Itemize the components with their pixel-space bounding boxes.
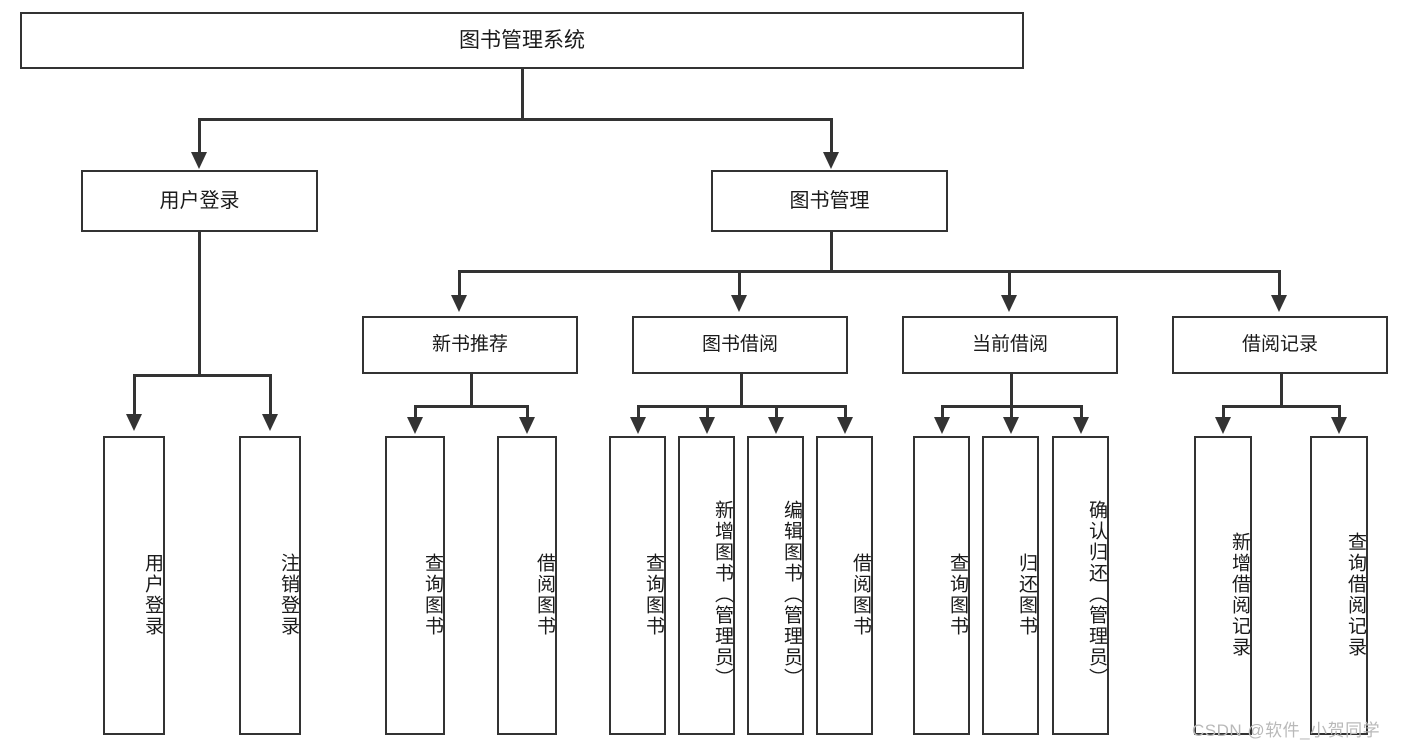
arrow-bb-leaf-2 bbox=[699, 417, 715, 434]
node-label: 查询借阅记录 bbox=[1345, 531, 1366, 658]
arrow-cb-leaf-1 bbox=[934, 417, 950, 434]
connector-cb-leaf-1 bbox=[941, 405, 944, 419]
connector-borrow-record-bus bbox=[1222, 405, 1340, 408]
connector-cb-leaf-2 bbox=[1010, 405, 1013, 419]
connector-to-current-borrow bbox=[1008, 270, 1011, 297]
node-label: 图书借阅 bbox=[701, 334, 778, 356]
arrow-cb-leaf-2 bbox=[1003, 417, 1019, 434]
node-label: 用户登录 bbox=[159, 189, 240, 212]
node-label: 确认归还（管理员） bbox=[1086, 500, 1107, 689]
arrow-to-book-borrow bbox=[731, 295, 747, 312]
leaf-add-book-admin[interactable]: 新增图书（管理员） bbox=[678, 436, 735, 735]
arrow-to-user-login bbox=[191, 152, 207, 169]
node-book-borrow[interactable]: 图书借阅 bbox=[632, 316, 848, 374]
leaf-query-borrow-record[interactable]: 查询借阅记录 bbox=[1310, 436, 1368, 735]
connector-bb-leaf-3 bbox=[775, 405, 778, 419]
connector-to-leaf-user-login bbox=[133, 374, 136, 416]
arrow-bb-leaf-1 bbox=[630, 417, 646, 434]
leaf-logout[interactable]: 注销登录 bbox=[239, 436, 301, 735]
connector-book-borrow-stem bbox=[740, 374, 743, 405]
connector-root-stem bbox=[521, 69, 524, 118]
node-label: 查询图书 bbox=[947, 552, 968, 637]
arrow-to-leaf-user-login bbox=[126, 414, 142, 431]
connector-level1-bus bbox=[198, 118, 832, 121]
connector-user-login-stem bbox=[198, 232, 201, 374]
node-label: 新增借阅记录 bbox=[1229, 531, 1250, 658]
leaf-add-borrow-record[interactable]: 新增借阅记录 bbox=[1194, 436, 1252, 735]
connector-nbr-leaf-2 bbox=[526, 405, 529, 419]
node-borrow-record[interactable]: 借阅记录 bbox=[1172, 316, 1388, 374]
node-label: 查询图书 bbox=[643, 552, 664, 637]
connector-book-management-stem bbox=[830, 232, 833, 270]
node-book-management[interactable]: 图书管理 bbox=[711, 170, 948, 232]
node-label: 查询图书 bbox=[422, 552, 443, 637]
connector-bb-leaf-4 bbox=[844, 405, 847, 419]
node-label: 借阅记录 bbox=[1241, 334, 1318, 356]
arrow-to-current-borrow bbox=[1001, 295, 1017, 312]
arrow-cb-leaf-3 bbox=[1073, 417, 1089, 434]
connector-nbr-leaf-1 bbox=[414, 405, 417, 419]
arrow-to-book-management bbox=[823, 152, 839, 169]
connector-to-user-login bbox=[198, 118, 201, 154]
node-label: 编辑图书（管理员） bbox=[781, 500, 802, 689]
node-new-book-recommend[interactable]: 新书推荐 bbox=[362, 316, 578, 374]
arrow-nbr-leaf-1 bbox=[407, 417, 423, 434]
connector-user-login-bus bbox=[133, 374, 271, 377]
connector-level2-bus bbox=[458, 270, 1278, 273]
connector-new-book-recommend-stem bbox=[470, 374, 473, 405]
node-label: 注销登录 bbox=[278, 552, 299, 637]
arrow-bb-leaf-3 bbox=[768, 417, 784, 434]
connector-to-book-management bbox=[830, 118, 833, 154]
connector-to-book-borrow bbox=[738, 270, 741, 297]
arrow-bb-leaf-4 bbox=[837, 417, 853, 434]
node-label: 图书管理系统 bbox=[459, 28, 585, 52]
arrow-to-borrow-record bbox=[1271, 295, 1287, 312]
leaf-query-book-current[interactable]: 查询图书 bbox=[913, 436, 970, 735]
node-label: 借阅图书 bbox=[850, 552, 871, 637]
arrow-br-leaf-1 bbox=[1215, 417, 1231, 434]
node-label: 新书推荐 bbox=[431, 334, 508, 356]
node-root-book-management-system[interactable]: 图书管理系统 bbox=[20, 12, 1024, 69]
leaf-user-login[interactable]: 用户登录 bbox=[103, 436, 165, 735]
connector-to-borrow-record bbox=[1278, 270, 1281, 297]
arrow-to-new-book-recommend bbox=[451, 295, 467, 312]
leaf-query-book-borrow[interactable]: 查询图书 bbox=[609, 436, 666, 735]
connector-bb-leaf-1 bbox=[637, 405, 640, 419]
connector-br-leaf-1 bbox=[1222, 405, 1225, 419]
arrow-br-leaf-2 bbox=[1331, 417, 1347, 434]
node-label: 当前借阅 bbox=[971, 334, 1048, 356]
node-current-borrow[interactable]: 当前借阅 bbox=[902, 316, 1118, 374]
node-label: 新增图书（管理员） bbox=[712, 500, 733, 689]
arrow-nbr-leaf-2 bbox=[519, 417, 535, 434]
node-label: 用户登录 bbox=[142, 552, 163, 637]
connector-current-borrow-stem bbox=[1010, 374, 1013, 405]
connector-book-borrow-bus bbox=[637, 405, 844, 408]
leaf-edit-book-admin[interactable]: 编辑图书（管理员） bbox=[747, 436, 804, 735]
node-user-login[interactable]: 用户登录 bbox=[81, 170, 318, 232]
node-label: 借阅图书 bbox=[534, 552, 555, 637]
leaf-borrow-book-recommend[interactable]: 借阅图书 bbox=[497, 436, 557, 735]
leaf-query-book-recommend[interactable]: 查询图书 bbox=[385, 436, 445, 735]
node-label: 图书管理 bbox=[789, 189, 870, 212]
connector-new-book-recommend-bus bbox=[414, 405, 528, 408]
connector-borrow-record-stem bbox=[1280, 374, 1283, 405]
leaf-return-book[interactable]: 归还图书 bbox=[982, 436, 1039, 735]
connector-cb-leaf-3 bbox=[1080, 405, 1083, 419]
leaf-borrow-book[interactable]: 借阅图书 bbox=[816, 436, 873, 735]
connector-br-leaf-2 bbox=[1338, 405, 1341, 419]
leaf-confirm-return-admin[interactable]: 确认归还（管理员） bbox=[1052, 436, 1109, 735]
connector-bb-leaf-2 bbox=[706, 405, 709, 419]
csdn-watermark: CSDN @软件_小贺同学 bbox=[1192, 721, 1381, 740]
connector-to-new-book-recommend bbox=[458, 270, 461, 297]
connector-to-leaf-logout bbox=[269, 374, 272, 416]
arrow-to-leaf-logout bbox=[262, 414, 278, 431]
node-label: 归还图书 bbox=[1016, 552, 1037, 637]
